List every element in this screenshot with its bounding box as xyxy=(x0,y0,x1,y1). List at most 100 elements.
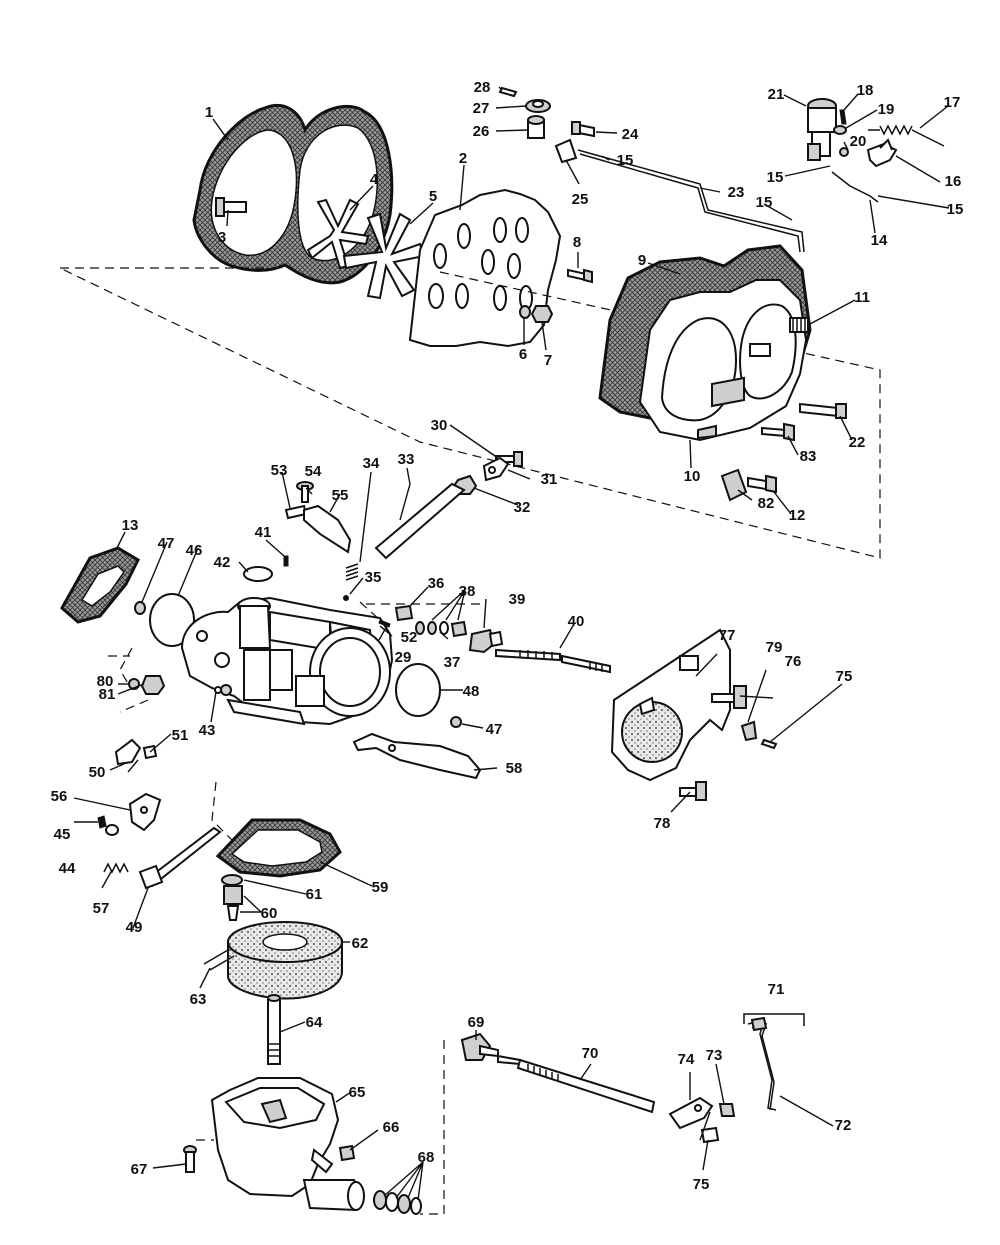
screw-part-73b xyxy=(750,1016,768,1032)
callout-38: 38 xyxy=(459,583,476,600)
callout-6: 6 xyxy=(519,346,527,363)
callout-71: 71 xyxy=(768,981,785,998)
bracket-part-82 xyxy=(720,468,748,502)
callout-75-a: 75 xyxy=(836,668,853,685)
callout-22: 22 xyxy=(849,434,866,451)
callout-15-a: 15 xyxy=(617,152,634,169)
rod-part-72 xyxy=(747,1018,777,1111)
callout-45: 45 xyxy=(54,826,71,843)
bracket-part-71 xyxy=(743,1013,805,1026)
needle-valve-part-40 xyxy=(495,648,611,674)
callout-33: 33 xyxy=(398,451,415,468)
washers-part-68 xyxy=(373,1190,422,1215)
callout-73: 73 xyxy=(706,1047,723,1064)
callout-53: 53 xyxy=(271,462,288,479)
screw-part-83 xyxy=(761,422,795,442)
callout-64: 64 xyxy=(306,1014,323,1031)
callout-19: 19 xyxy=(878,101,895,118)
lever-part-31 xyxy=(482,456,510,482)
callout-13: 13 xyxy=(122,517,139,534)
main-jet-part-64 xyxy=(267,994,281,1065)
callout-44: 44 xyxy=(59,860,76,877)
callout-2: 2 xyxy=(459,150,467,167)
callout-16: 16 xyxy=(945,173,962,190)
washer-part-19 xyxy=(833,125,847,135)
reed-petal-part-4 xyxy=(306,198,370,270)
callout-29: 29 xyxy=(395,649,412,666)
fitting-part-36 xyxy=(394,604,414,622)
callout-37: 37 xyxy=(444,654,461,671)
callout-32: 32 xyxy=(514,499,531,516)
callout-63: 63 xyxy=(190,991,207,1008)
callout-81: 81 xyxy=(99,686,116,703)
callout-5: 5 xyxy=(429,188,437,205)
callout-57: 57 xyxy=(93,900,110,917)
screw-part-8 xyxy=(567,268,593,284)
washers-part-38 xyxy=(439,620,468,638)
callout-62: 62 xyxy=(352,935,369,952)
float-bowl-part-65 xyxy=(210,1077,365,1212)
callout-labels: 1 2 3 4 5 6 7 8 9 10 11 12 13 14 15 15 1… xyxy=(51,79,964,1193)
callout-55: 55 xyxy=(332,487,349,504)
fitting-part-21 xyxy=(807,98,837,161)
callout-10: 10 xyxy=(684,468,701,485)
clip-part-76 xyxy=(740,720,758,742)
needle-part-70 xyxy=(497,1054,656,1114)
screw-part-11 xyxy=(749,317,809,357)
lever-part-16 xyxy=(866,138,898,168)
callout-26: 26 xyxy=(473,123,490,140)
callout-3: 3 xyxy=(218,229,226,246)
callout-42: 42 xyxy=(214,554,231,571)
pin-part-63 xyxy=(203,949,235,971)
nut-part-7 xyxy=(530,305,554,323)
washer-part-44 xyxy=(105,824,119,836)
callout-31: 31 xyxy=(541,471,558,488)
leader-lines xyxy=(73,86,950,1201)
washer-part-61 xyxy=(221,874,243,886)
callout-66: 66 xyxy=(383,1119,400,1136)
callout-77: 77 xyxy=(719,627,736,644)
callout-78: 78 xyxy=(654,815,671,832)
callout-75-b: 75 xyxy=(693,1176,710,1193)
screw-part-47a xyxy=(134,601,146,615)
pin-part-41 xyxy=(283,555,289,567)
plate-part-46 xyxy=(149,593,195,647)
assembly-outline-lower xyxy=(108,601,480,841)
pin-part-35 xyxy=(343,595,349,601)
callout-46: 46 xyxy=(186,542,203,559)
callout-67: 67 xyxy=(131,1161,148,1178)
pin-part-45 xyxy=(97,815,107,829)
callout-30: 30 xyxy=(431,417,448,434)
callout-17: 17 xyxy=(944,94,961,111)
callout-61: 61 xyxy=(306,886,323,903)
plate-part-48 xyxy=(395,663,441,717)
screw-part-47b xyxy=(450,716,462,728)
screw-part-67 xyxy=(183,1145,197,1173)
callout-39: 39 xyxy=(509,591,526,608)
carburetor-housing-part-10 xyxy=(638,279,808,442)
callout-12: 12 xyxy=(789,507,806,524)
screw-part-20 xyxy=(839,147,849,157)
callout-70: 70 xyxy=(582,1045,599,1062)
callout-83: 83 xyxy=(800,448,817,465)
gasket-part-1 xyxy=(192,104,394,285)
callout-79: 79 xyxy=(766,639,783,656)
fitting-part-26 xyxy=(527,115,545,139)
lever-part-56 xyxy=(128,792,162,832)
callout-60: 60 xyxy=(261,905,278,922)
callout-11: 11 xyxy=(854,289,870,306)
washer-part-37 xyxy=(415,621,437,635)
callout-68: 68 xyxy=(418,1149,435,1166)
float-arm-part-55 xyxy=(303,504,352,554)
screw-part-24 xyxy=(571,121,595,138)
bushing-part-25 xyxy=(554,138,578,164)
assembly-outline-bowl xyxy=(196,1040,445,1215)
callout-40: 40 xyxy=(568,613,585,630)
callout-47-b: 47 xyxy=(486,721,503,738)
washer-part-6 xyxy=(519,305,531,319)
callout-34: 34 xyxy=(363,455,380,472)
callout-24: 24 xyxy=(622,126,639,143)
callout-56: 56 xyxy=(51,788,68,805)
screw-part-3 xyxy=(215,197,247,217)
